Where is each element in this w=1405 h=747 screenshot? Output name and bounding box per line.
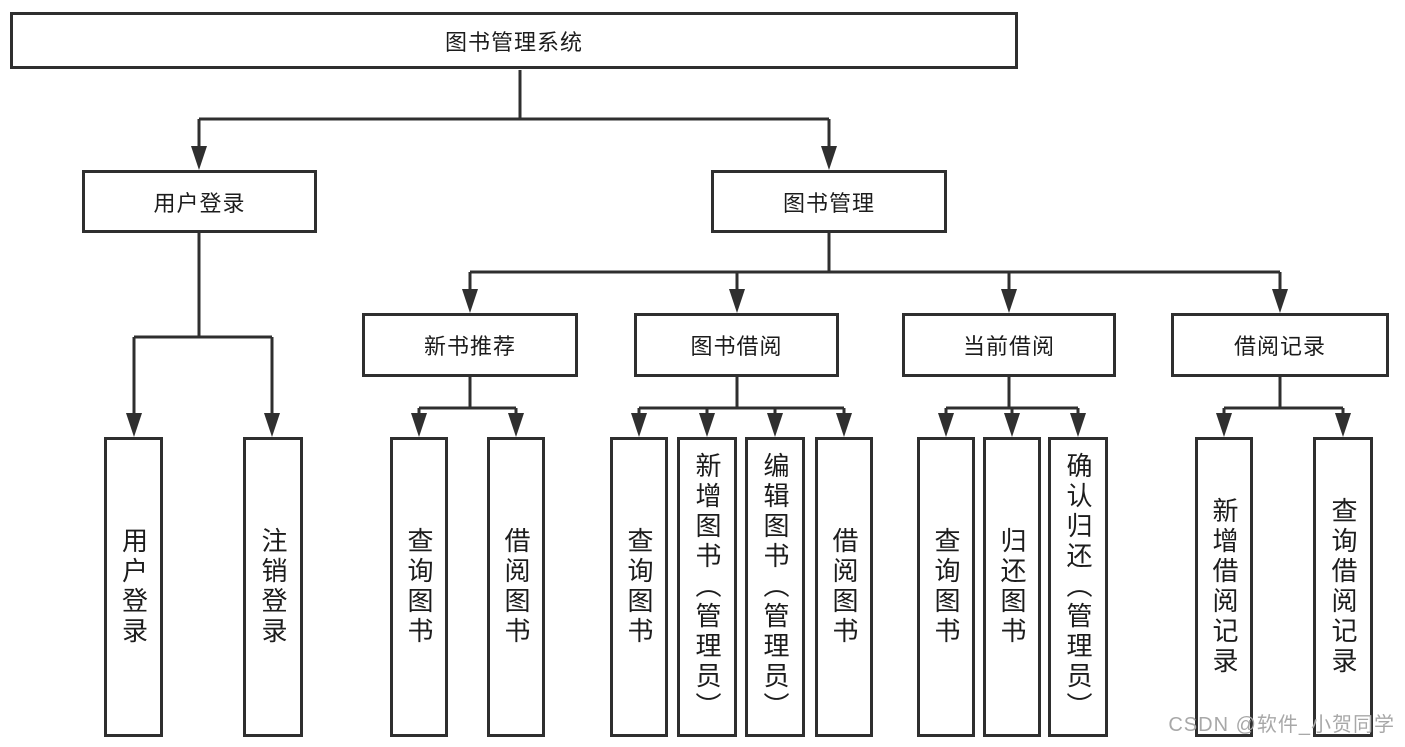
node-label: 查询图书 xyxy=(624,527,654,647)
node-label: 新增图书（管理员） xyxy=(692,452,722,722)
connector-user-login-to-children xyxy=(126,233,280,437)
node-label: 注销登录 xyxy=(258,527,288,647)
node-label: 查询图书 xyxy=(931,527,961,647)
node-user-login: 用户登录 xyxy=(82,170,317,233)
node-borrow-books-2: 借阅图书 xyxy=(815,437,873,737)
node-label: 编辑图书（管理员） xyxy=(760,452,790,722)
node-new-book-recommend: 新书推荐 xyxy=(362,313,578,377)
node-query-borrow-record: 查询借阅记录 xyxy=(1313,437,1373,737)
node-label: 借阅图书 xyxy=(501,527,531,647)
node-label: 当前借阅 xyxy=(962,334,1055,359)
connector-new-book-recommend-to-children xyxy=(411,377,524,437)
node-label: 图书借阅 xyxy=(690,334,783,359)
node-book-management: 图书管理 xyxy=(711,170,947,233)
node-add-book-admin: 新增图书（管理员） xyxy=(677,437,737,737)
node-confirm-return-admin: 确认归还（管理员） xyxy=(1048,437,1108,737)
node-label: 查询图书 xyxy=(404,527,434,647)
node-query-books-1: 查询图书 xyxy=(390,437,448,737)
node-label: 用户登录 xyxy=(153,190,246,216)
node-label: 查询借阅记录 xyxy=(1328,497,1358,677)
node-edit-book-admin: 编辑图书（管理员） xyxy=(745,437,805,737)
node-label: 归还图书 xyxy=(997,527,1027,647)
connector-current-borrow-to-children xyxy=(938,377,1086,437)
csdn-watermark: CSDN @软件_小贺同学 xyxy=(1168,714,1395,736)
node-borrow-records: 借阅记录 xyxy=(1171,313,1389,377)
node-label: 借阅记录 xyxy=(1233,334,1326,359)
node-return-book: 归还图书 xyxy=(983,437,1041,737)
node-user-login-action: 用户登录 xyxy=(104,437,163,737)
node-label: 确认归还（管理员） xyxy=(1063,452,1093,722)
node-logout: 注销登录 xyxy=(243,437,303,737)
node-label: 新书推荐 xyxy=(423,334,516,359)
node-label: 新增借阅记录 xyxy=(1209,497,1239,677)
node-label: 图书管理系统 xyxy=(444,29,583,55)
node-label: 用户登录 xyxy=(118,527,149,647)
node-book-borrow: 图书借阅 xyxy=(634,313,839,377)
connector-book-management-to-level3 xyxy=(462,233,1288,313)
node-current-borrow: 当前借阅 xyxy=(902,313,1116,377)
node-borrow-books-1: 借阅图书 xyxy=(487,437,545,737)
node-query-books-3: 查询图书 xyxy=(917,437,975,737)
connector-root-to-level2 xyxy=(191,70,837,170)
connector-borrow-records-to-children xyxy=(1216,377,1351,437)
node-query-books-2: 查询图书 xyxy=(610,437,668,737)
connector-book-borrow-to-children xyxy=(631,377,852,437)
node-library-management-system: 图书管理系统 xyxy=(10,12,1018,69)
node-label: 借阅图书 xyxy=(829,527,859,647)
node-label: 图书管理 xyxy=(782,190,875,216)
node-add-borrow-record: 新增借阅记录 xyxy=(1195,437,1253,737)
